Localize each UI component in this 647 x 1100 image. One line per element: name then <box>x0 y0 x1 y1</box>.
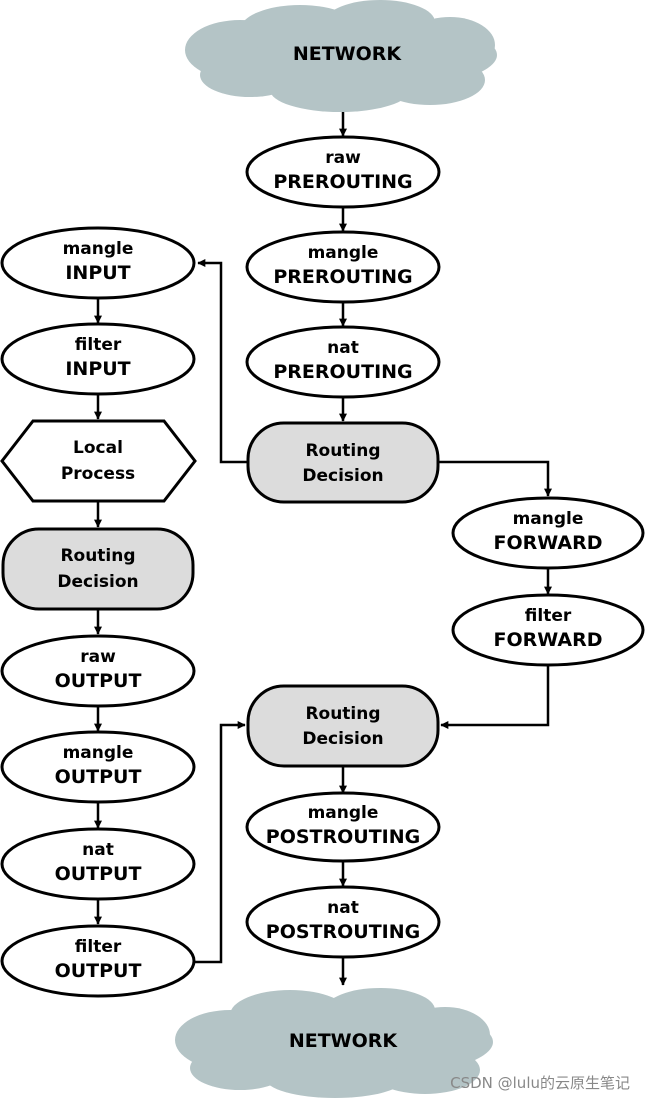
node-line2-label: Decision <box>302 466 383 486</box>
node-table-label: nat <box>82 840 114 860</box>
node-chain-label: FORWARD <box>494 532 603 554</box>
node-local-process: Local Process <box>0 419 197 503</box>
node-line1-label: Routing <box>305 704 380 724</box>
node-filter-input: filter INPUT <box>0 322 196 396</box>
network-top-label: NETWORK <box>293 43 403 65</box>
node-line2-label: Process <box>61 464 135 484</box>
node-line2-label: Decision <box>57 572 138 592</box>
node-chain-label: OUTPUT <box>55 670 142 692</box>
node-mangle-forward: mangle FORWARD <box>451 496 645 570</box>
network-bottom-cloud: NETWORK <box>175 988 493 1098</box>
node-chain-label: OUTPUT <box>55 960 142 982</box>
node-routing-decision-1: Routing Decision <box>246 421 440 504</box>
node-mangle-input: mangle INPUT <box>0 226 196 300</box>
node-table-label: filter <box>75 937 122 957</box>
node-mangle-prerouting: mangle PREROUTING <box>245 230 441 304</box>
node-line1-label: Routing <box>305 441 380 461</box>
edge-filter-forward-to-routing <box>440 665 550 729</box>
node-table-label: nat <box>327 338 359 358</box>
node-chain-label: OUTPUT <box>55 766 142 788</box>
node-chain-label: OUTPUT <box>55 863 142 885</box>
network-top-cloud: NETWORK <box>185 0 497 112</box>
edges <box>94 112 552 986</box>
node-line2-label: Decision <box>302 729 383 749</box>
node-table-label: raw <box>80 647 116 667</box>
node-raw-output: raw OUTPUT <box>0 634 196 708</box>
node-routing-decision-3: Routing Decision <box>246 684 440 768</box>
node-table-label: mangle <box>63 743 134 763</box>
node-chain-label: INPUT <box>65 262 130 284</box>
watermark-text: CSDN @lulu的云原生笔记 <box>450 1074 630 1092</box>
edge-routing-to-mangle-forward <box>438 460 552 497</box>
node-table-label: mangle <box>513 509 584 529</box>
node-mangle-postrouting: mangle POSTROUTING <box>245 791 441 863</box>
node-table-label: filter <box>525 606 572 626</box>
node-table-label: nat <box>327 898 359 918</box>
node-chain-label: POSTROUTING <box>266 921 420 943</box>
node-chain-label: PREROUTING <box>273 171 412 193</box>
node-chain-label: PREROUTING <box>273 266 412 288</box>
node-nat-prerouting: nat PREROUTING <box>245 325 441 399</box>
node-raw-prerouting: raw PREROUTING <box>245 135 441 209</box>
node-line1-label: Routing <box>60 546 135 566</box>
node-table-label: raw <box>325 148 361 168</box>
node-line1-label: Local <box>73 438 123 458</box>
node-mangle-output: mangle OUTPUT <box>0 730 196 804</box>
node-chain-label: INPUT <box>65 358 130 380</box>
node-filter-output: filter OUTPUT <box>0 924 196 998</box>
node-chain-label: POSTROUTING <box>266 826 420 848</box>
node-filter-forward: filter FORWARD <box>451 593 645 667</box>
node-nat-output: nat OUTPUT <box>0 827 196 901</box>
edge-filter-output-to-routing <box>195 721 246 964</box>
node-table-label: mangle <box>308 243 379 263</box>
node-nat-postrouting: nat POSTROUTING <box>245 885 441 959</box>
edge-routing-to-mangle-input <box>197 259 248 464</box>
node-table-label: filter <box>75 335 122 355</box>
network-bottom-label: NETWORK <box>289 1030 399 1052</box>
node-table-label: mangle <box>308 803 379 823</box>
node-routing-decision-2: Routing Decision <box>1 527 195 611</box>
node-chain-label: FORWARD <box>494 629 603 651</box>
node-chain-label: PREROUTING <box>273 361 412 383</box>
node-table-label: mangle <box>63 239 134 259</box>
